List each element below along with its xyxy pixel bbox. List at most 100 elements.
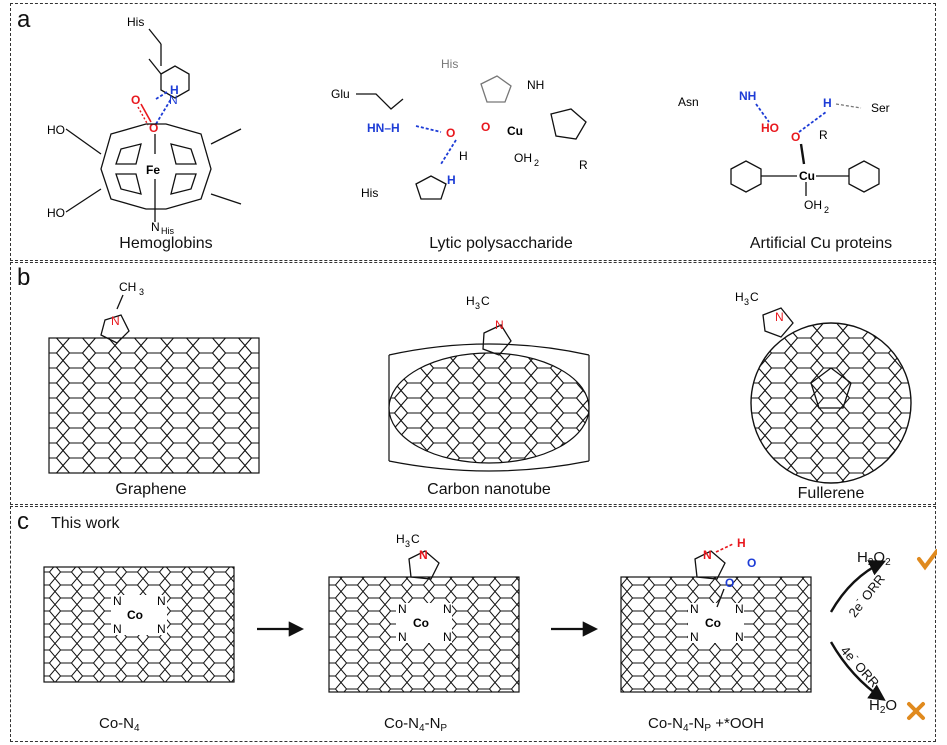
asn-label: Asn — [678, 95, 699, 109]
h-bond-h-label: H — [170, 83, 179, 97]
n-his-sub-label: His — [161, 226, 174, 236]
h2o2-h: H — [857, 549, 868, 566]
his-bottom-label: His — [361, 186, 378, 200]
art-r-label: R — [819, 128, 828, 142]
ser-label: Ser — [871, 101, 890, 115]
art-oh2-label: OH — [804, 198, 822, 212]
branch-arrow-2e — [829, 560, 887, 613]
fe-label: Fe — [146, 163, 160, 177]
graphene-ch-label: CH — [119, 280, 136, 294]
caption-artificial: Artificial Cu proteins — [749, 235, 893, 252]
panel-c-structures: Co N N N N Co N N N N N H 3 C Co N — [43, 532, 937, 720]
carbon-nanotube: N H 3 C — [388, 294, 590, 472]
nanotube-c-label: C — [481, 294, 490, 308]
s2-sub2: P — [440, 723, 448, 734]
ooh-h-label: H — [737, 536, 746, 550]
s3-tail: +*OOH — [711, 715, 765, 732]
ooh-o1-label: O — [747, 556, 756, 570]
pyridine-left — [730, 160, 762, 193]
panel-b: b N CH 3 N H 3 C — [10, 262, 936, 505]
nanotube-hc-sub: 3 — [475, 301, 480, 311]
caption-lytic: Lytic polysaccharide — [429, 235, 573, 252]
glu-label: Glu — [331, 87, 350, 101]
s3-main: Co-N — [648, 715, 684, 732]
fullerene-pyrrolidine — [762, 307, 794, 338]
lytic-o2-label: O — [481, 120, 490, 134]
panel-letter-a: a — [17, 6, 31, 33]
n-label-3d: N — [735, 630, 744, 644]
art-oh2-sub: 2 — [824, 205, 829, 215]
n-label-1b: N — [157, 594, 166, 608]
n-label-2d: N — [443, 630, 452, 644]
fullerene-pentagon — [810, 367, 852, 409]
graphene-sheet: N CH 3 — [48, 280, 260, 474]
pyridine-right — [848, 160, 880, 193]
lytic-r-label: R — [579, 158, 588, 172]
n-label-1c: N — [113, 622, 122, 636]
fullerene-n-label: N — [775, 310, 784, 324]
np-n-label-3: N — [703, 548, 712, 562]
fullerene-hc-sub: 3 — [744, 297, 749, 307]
ho-label: HO — [761, 121, 779, 135]
s2-mid: -N — [424, 715, 441, 732]
art-o-label: O — [791, 130, 800, 144]
h2o2-sub2: 2 — [885, 557, 891, 568]
his-label: His — [127, 15, 144, 29]
lytic-h-label: H — [459, 149, 468, 163]
np-pyrrolidine-3 — [694, 550, 726, 580]
caption-hemoglobins: Hemoglobins — [119, 235, 213, 252]
caption-fullerene: Fullerene — [797, 485, 865, 502]
h2o2-o: O — [873, 549, 886, 566]
fullerene-ball: N H 3 C — [735, 290, 912, 484]
co-label-2: Co — [413, 616, 429, 630]
h2o-o: O — [885, 697, 898, 714]
caption-co-n4: Co-N4 — [99, 715, 140, 734]
n-label-2a: N — [398, 602, 407, 616]
lytic-oh2-label: OH — [514, 151, 532, 165]
oxygen-2-label: O — [149, 121, 158, 135]
co-n4-sheet: Co N N N N — [43, 566, 235, 683]
graphene-pyrrolidine — [100, 314, 130, 344]
nanotube-hc-label: H — [466, 294, 475, 308]
his-top-label: His — [441, 57, 458, 71]
lytic-structure: Glu HN–H O O H H Cu OH 2 His NH R His — [331, 57, 588, 200]
artificial-cu-structure: Asn NH HO O H Ser Cu OH 2 R — [678, 89, 890, 215]
s3-sub: 4 — [683, 723, 689, 734]
h2o2-sub1: 2 — [867, 557, 874, 568]
product-h2o: H2O — [869, 697, 897, 716]
product-h2o2: H2O2 — [857, 549, 891, 568]
s2-sub: 4 — [419, 723, 425, 734]
s1-main: Co-N — [99, 715, 135, 732]
caption-co-n4-np: Co-N4-NP — [384, 715, 447, 734]
oxygen-1-label: O — [131, 93, 140, 107]
n-label-3c: N — [690, 630, 699, 644]
porphyrin-ring — [100, 123, 212, 210]
n-label-3a: N — [690, 602, 699, 616]
s3-sub2: P — [704, 723, 712, 734]
imidazole-n-label: N — [169, 93, 178, 107]
art-cu-label: Cu — [799, 169, 815, 183]
art-h2-label: H — [823, 96, 832, 110]
graphene-ch-sub: 3 — [139, 287, 144, 297]
check-icon — [917, 549, 937, 571]
panel-c: c This work Co N N N N Co N N — [10, 506, 937, 742]
lytic-bottom-h-label: H — [447, 173, 456, 187]
n-label-3b: N — [735, 602, 744, 616]
s2-main: Co-N — [384, 715, 420, 732]
co-label-3: Co — [705, 616, 721, 630]
ooh-o2-label: O — [725, 576, 734, 590]
cross-icon — [907, 702, 925, 720]
n-label-2b: N — [443, 602, 452, 616]
lytic-oh2-sub: 2 — [534, 158, 539, 168]
np-c-label-2: C — [411, 532, 420, 546]
graphene-n-label: N — [111, 314, 120, 328]
co-n4-np-sheet: Co N N N N N H 3 C — [328, 532, 520, 693]
caption-nanotube: Carbon nanotube — [427, 481, 551, 498]
co-n4-np-ooh-sheet: Co N N N N N H O O — [620, 536, 812, 693]
panel-a-structures: His N H O O Fe N His HO HO — [47, 15, 890, 236]
h2o-h: H — [869, 697, 880, 714]
fullerene-c-label: C — [750, 290, 759, 304]
panel-a: a His N H O O Fe N H — [10, 3, 936, 261]
np-hc-label-2: H — [396, 532, 405, 546]
his-bottom-ring — [415, 175, 447, 200]
